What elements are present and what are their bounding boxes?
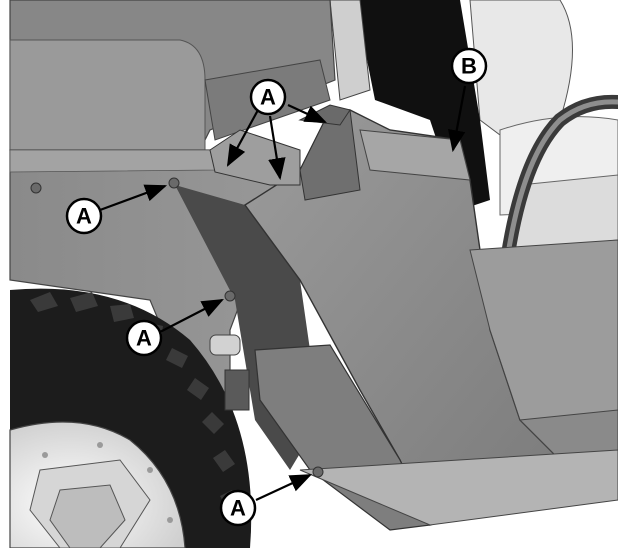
suspension-part [209, 334, 250, 411]
fastener-screw [30, 182, 42, 194]
callout-a-bottom-label: A [230, 496, 246, 521]
callout-a-left-upper-label: A [76, 204, 92, 229]
callout-a-left-middle-label: A [136, 326, 152, 351]
leader-a-top-2 [268, 115, 286, 181]
callout-a-left-upper: A [65, 197, 103, 235]
callout-a-left-middle: A [125, 319, 163, 357]
upper-body-panel [9, 0, 336, 171]
grab-handle [498, 94, 618, 282]
leader-a-top-3 [287, 104, 327, 123]
leader-b [447, 85, 467, 153]
leader-a-bottom [255, 474, 312, 501]
callout-a-top-label: A [260, 85, 276, 110]
rocker-panel [254, 239, 618, 531]
callout-a-top: A [249, 78, 287, 116]
leader-a-top-1 [226, 109, 259, 167]
callout-b: B [450, 47, 488, 85]
callout-a-bottom: A [219, 489, 257, 527]
fastener-screw [224, 290, 236, 302]
seat [469, 0, 618, 251]
fastener-screw [312, 466, 324, 478]
wheel-rim [9, 421, 186, 548]
leader-a-left-upper [99, 184, 168, 212]
leader-lines [99, 85, 467, 501]
callout-b-label: B [461, 54, 477, 79]
fastener-screw [168, 177, 180, 189]
fasteners [30, 177, 324, 478]
leader-a-left-middle [159, 298, 224, 333]
